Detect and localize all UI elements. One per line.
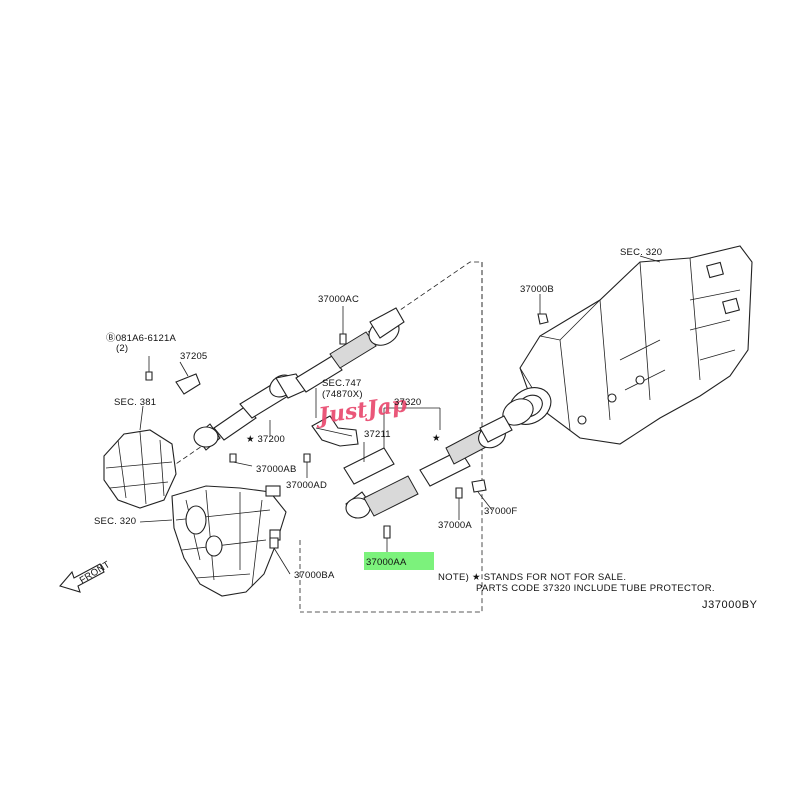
rear-transmission-housing: [519, 245, 753, 445]
label-sec381[interactable]: SEC. 381: [114, 397, 156, 408]
label-74870x: (74870X): [322, 389, 363, 400]
rear-flange: [502, 387, 552, 426]
front-propeller-shaft: [193, 307, 405, 451]
label-sec747[interactable]: SEC.747: [322, 378, 361, 389]
label-37000ba[interactable]: 37000BA: [294, 570, 335, 581]
bracket-37205: [175, 373, 201, 395]
label-081a6-6121a[interactable]: Ⓑ081A6-6121A: [106, 333, 176, 344]
leader-lines: [139, 255, 661, 575]
diagram-code: J37000BY: [702, 599, 758, 611]
label-37000aa[interactable]: 37000AA: [366, 557, 407, 568]
label-37320[interactable]: 37320: [394, 397, 421, 408]
label-37000ad[interactable]: 37000AD: [286, 480, 327, 491]
label-37000f[interactable]: 37000F: [484, 506, 517, 517]
bolt-37000ab: [229, 453, 237, 463]
label-37000b[interactable]: 37000B: [520, 284, 554, 295]
label-sec320-front[interactable]: SEC. 320: [94, 516, 136, 527]
bolt-37000ad: [303, 453, 311, 463]
bolt-37000aa: [383, 525, 391, 539]
bolt-37000b: [537, 313, 549, 325]
note-line-2: PARTS CODE 37320 INCLUDE TUBE PROTECTOR.: [476, 583, 715, 594]
bolt-37000ba: [269, 537, 279, 549]
label-37200[interactable]: ★ 37200: [246, 434, 285, 445]
clip-37000f: [471, 479, 487, 493]
rear-propeller-shaft: [343, 415, 513, 519]
label-37205[interactable]: 37205: [180, 351, 207, 362]
highlight-37000aa: [364, 552, 434, 570]
label-37211[interactable]: 37211: [364, 429, 391, 440]
note-line-1: NOTE) ★ STANDS FOR NOT FOR SALE.: [438, 572, 626, 583]
label-37000ac[interactable]: 37000AC: [318, 294, 359, 305]
label-sec320-rear[interactable]: SEC. 320: [620, 247, 662, 258]
label-37000ab[interactable]: 37000AB: [256, 464, 297, 475]
front-transmission-housing: [171, 485, 287, 597]
differential-sec381: [103, 429, 177, 509]
bolt-081a6: [145, 371, 153, 381]
label-front: FRONT: [78, 559, 112, 586]
label-081a6-qty: (2): [116, 343, 128, 354]
bolt-37000a: [455, 487, 463, 499]
label-37000a[interactable]: 37000A: [438, 520, 472, 531]
center-bearing-bracket: [311, 415, 359, 447]
bolt-37000ac: [339, 333, 347, 345]
front-arrow-icon: [59, 563, 105, 593]
star-marker-37320: ★: [432, 433, 441, 444]
